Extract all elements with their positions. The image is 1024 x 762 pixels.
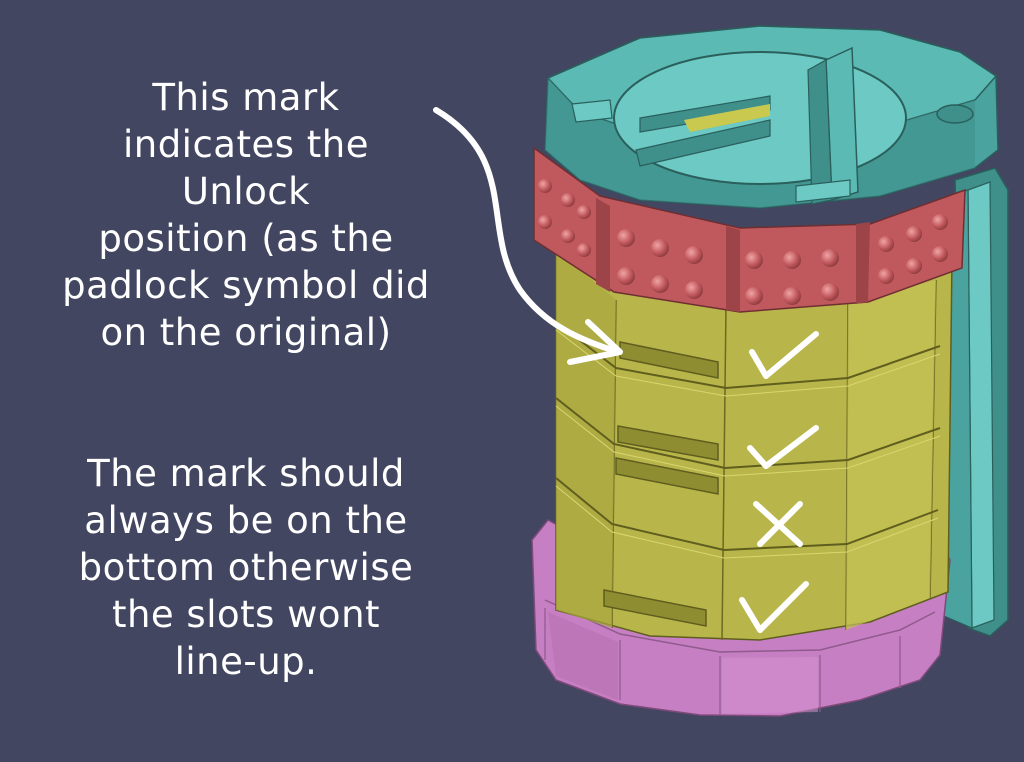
teal-top-cap [544, 25, 999, 209]
check-mark-1 [749, 331, 819, 379]
check-mark-3 [739, 581, 809, 633]
dial-slot-windows [603, 341, 719, 627]
ring-dots [538, 179, 948, 305]
annotation-arrow [433, 107, 623, 365]
yellow-dial-stack [555, 248, 953, 641]
dial-marks [739, 331, 819, 633]
orientation-note: The mark should always be on the bottom … [78, 452, 414, 683]
red-dotted-ring [533, 146, 966, 313]
unlock-position-note: This mark indicates the Unlock position … [62, 76, 430, 354]
cross-mark [753, 501, 803, 547]
check-mark-2 [747, 425, 819, 469]
